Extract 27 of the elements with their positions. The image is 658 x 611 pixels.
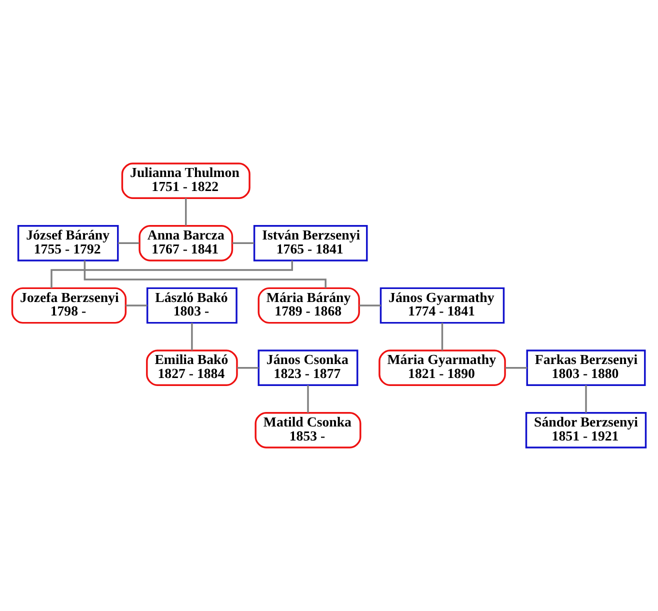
connector [118,242,140,244]
node-box: Mária Gyarmathy 1821 - 1890 [378,350,506,386]
node-box: László Bakó 1803 - [146,287,238,324]
connector [84,260,326,288]
connector [232,242,254,244]
node-box: Julianna Thulmon 1751 - 1822 [121,162,250,199]
node-box: István Berzsenyi 1765 - 1841 [253,224,368,262]
node-box: Farkas Berzsenyi 1803 - 1880 [526,350,646,386]
connector [237,367,258,369]
node-box: János Csonka 1823 - 1877 [258,350,358,386]
connector [441,322,444,350]
connector [191,322,193,350]
node-box: Anna Barcza 1767 - 1841 [138,224,234,262]
node-box: Jozefa Berzsenyi 1798 - [11,287,127,324]
node-box: Matild Csonka 1853 - [254,412,362,448]
connector [185,198,187,226]
node-box: Emilia Bakó 1827 - 1884 [146,350,238,386]
connector [126,304,148,306]
node-box: Mária Bárány 1789 - 1868 [258,287,360,324]
node-box: József Bárány 1755 - 1792 [17,224,119,262]
connector [359,304,381,306]
connector [50,260,293,288]
connector [505,367,528,369]
node-box: Sándor Berzsenyi 1851 - 1921 [525,412,647,448]
connector [307,385,309,413]
connector [585,385,587,413]
node-box: János Gyarmathy 1774 - 1841 [380,287,505,324]
